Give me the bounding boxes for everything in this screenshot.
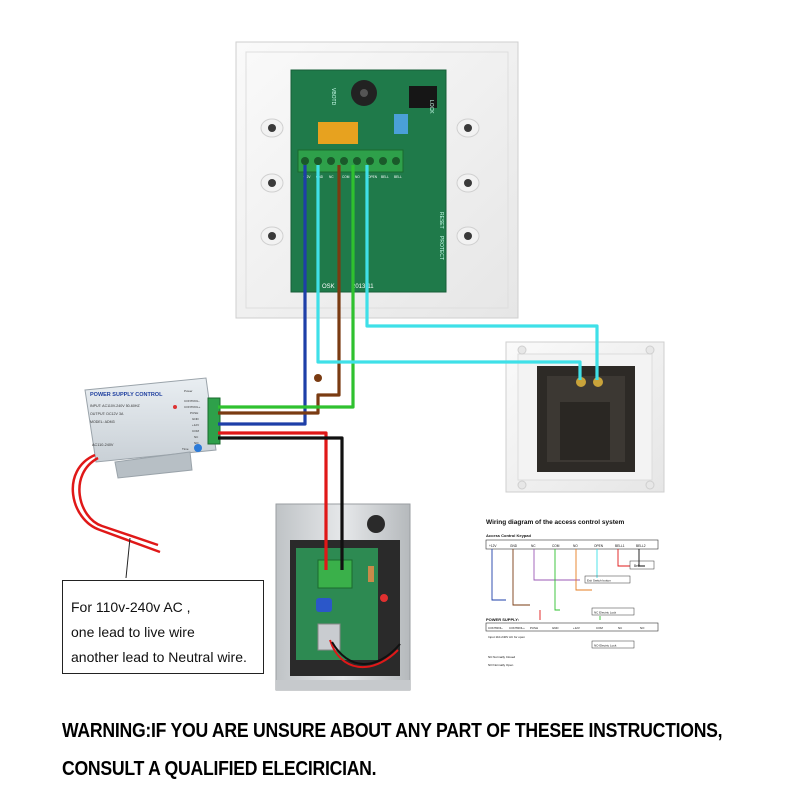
- svg-text:COM: COM: [342, 175, 350, 179]
- keypad-unit: LOCK VBOTD RESET PROTECT 2013-11 OSK +12…: [235, 41, 519, 319]
- ac-instruction-note: For 110v-240v AC , one lead to live wire…: [62, 580, 264, 674]
- svg-text:POWER SUPPLY:: POWER SUPPLY:: [486, 617, 519, 622]
- svg-text:NO: NO: [573, 544, 578, 548]
- lock-terminal-block: [317, 559, 353, 589]
- wire-green: [218, 165, 355, 409]
- wire-blue: [218, 165, 307, 426]
- ac-lead-live: [71, 453, 161, 554]
- led-icon: [380, 594, 388, 602]
- note-line-3: another lead to Neutral wire.: [71, 649, 247, 665]
- svg-text:COM: COM: [192, 429, 200, 433]
- wire-red: [218, 431, 328, 570]
- svg-text:NC: NC: [329, 175, 334, 179]
- svg-text:CONTROL+: CONTROL+: [184, 405, 201, 409]
- ac-lead-pointer: [125, 537, 131, 579]
- psu-terminal-block: [207, 397, 221, 445]
- mini-schematic: Wiring diagram of the access control sys…: [485, 519, 659, 667]
- svg-text:AC110-240V: AC110-240V: [92, 443, 114, 447]
- wire-cyan-1: [316, 165, 582, 380]
- wire-brown: [218, 165, 341, 415]
- power-supply-unit: POWER SUPPLY CONTROL INPUT: AC110V-240V …: [71, 377, 221, 579]
- exit-button-unit: [505, 341, 665, 493]
- schematic-keypad-terminals: [485, 539, 659, 550]
- svg-text:NC Electric Lock: NC Electric Lock: [594, 611, 617, 615]
- relay-icon: [318, 122, 358, 144]
- svg-text:NC: NC: [194, 435, 199, 439]
- svg-text:GND: GND: [316, 175, 324, 179]
- svg-text:BELL: BELL: [394, 175, 402, 179]
- wire-black: [218, 436, 344, 570]
- vbotd-board-label: VBOTD: [330, 88, 336, 106]
- schematic-title: Wiring diagram of the access control sys…: [486, 519, 625, 526]
- svg-text:+12V: +12V: [192, 423, 199, 427]
- wires: [218, 165, 599, 570]
- svg-text:CONTROL-: CONTROL-: [488, 626, 503, 630]
- lock-board-label: LOCK: [428, 100, 434, 114]
- osk-board-label: OSK: [322, 284, 335, 290]
- keypad-terminal-block: [297, 149, 404, 173]
- svg-text:COM: COM: [596, 626, 603, 630]
- warning-text: WARNING:IF YOU ARE UNSURE ABOUT ANY PART…: [62, 712, 723, 788]
- svg-text:+12V: +12V: [303, 175, 311, 179]
- keypad-screw-holes: [260, 118, 480, 246]
- svg-text:GND: GND: [192, 417, 200, 421]
- electric-lock-unit: [275, 503, 411, 691]
- power-supply-box: [84, 377, 217, 463]
- svg-text:NO: NO: [355, 175, 360, 179]
- protect-board-label: PROTECT: [438, 236, 444, 260]
- svg-text:NC: NC: [618, 626, 622, 630]
- date-board-label: 2013-11: [352, 284, 374, 290]
- chip-icon: [409, 86, 437, 108]
- svg-text:BELL1: BELL1: [615, 544, 625, 548]
- warning-line-1: WARNING:IF YOU ARE UNSURE ABOUT ANY PART…: [62, 719, 723, 742]
- svg-text:MODEL: ADM3: MODEL: ADM3: [90, 420, 115, 424]
- capacitor-icon: [316, 598, 332, 612]
- wire-cyan-2: [365, 165, 599, 380]
- svg-text:Access Control Keypad: Access Control Keypad: [486, 533, 531, 538]
- svg-text:OUTPUT: DC12V 3A: OUTPUT: DC12V 3A: [90, 412, 124, 416]
- svg-text:OPEN: OPEN: [368, 175, 378, 179]
- svg-text:Exit Switch button: Exit Switch button: [587, 579, 611, 583]
- reset-board-label: RESET: [438, 212, 444, 229]
- note-line-1: For 110v-240v AC ,: [71, 599, 191, 615]
- svg-text:Power: Power: [184, 389, 193, 393]
- warning-line-2: CONSULT A QUALIFIED ELECIRICIAN.: [62, 757, 377, 780]
- svg-text:GND: GND: [552, 626, 558, 630]
- svg-text:+12V: +12V: [489, 544, 497, 548]
- svg-text:Time: Time: [182, 447, 189, 451]
- ac-lead-neutral: [78, 456, 159, 547]
- schematic-legend-nc: NC:Normally Closed: [488, 655, 516, 659]
- svg-text:INPUT: AC110V-240V 50-60HZ: INPUT: AC110V-240V 50-60HZ: [90, 404, 140, 408]
- schematic-legend-no: NO:Normally Open: [488, 663, 514, 667]
- svg-text:Input 110-240V AC for open: Input 110-240V AC for open: [488, 635, 525, 639]
- svg-text:+12V: +12V: [573, 626, 580, 630]
- svg-text:BELL: BELL: [381, 175, 389, 179]
- svg-text:Bell: Bell: [634, 564, 640, 568]
- svg-text:NO Electric Lock: NO Electric Lock: [594, 644, 617, 648]
- svg-text:NO: NO: [640, 626, 645, 630]
- svg-text:NO: NO: [194, 441, 199, 445]
- schematic-psu-terminals: [485, 622, 659, 632]
- svg-text:GND: GND: [510, 544, 518, 548]
- svg-text:COM: COM: [552, 544, 560, 548]
- svg-text:BELL2: BELL2: [636, 544, 646, 548]
- svg-text:NC: NC: [531, 544, 536, 548]
- svg-text:PUSH: PUSH: [530, 626, 538, 630]
- note-line-2: one lead to live wire: [71, 624, 195, 640]
- psu-title: POWER SUPPLY CONTROL: [90, 392, 163, 398]
- svg-text:OPEN: OPEN: [594, 544, 604, 548]
- timer-knob-icon: [194, 444, 202, 452]
- svg-text:CONTROL-: CONTROL-: [184, 399, 200, 403]
- svg-text:PUSH: PUSH: [190, 411, 198, 415]
- svg-text:CONTROL+: CONTROL+: [509, 626, 525, 630]
